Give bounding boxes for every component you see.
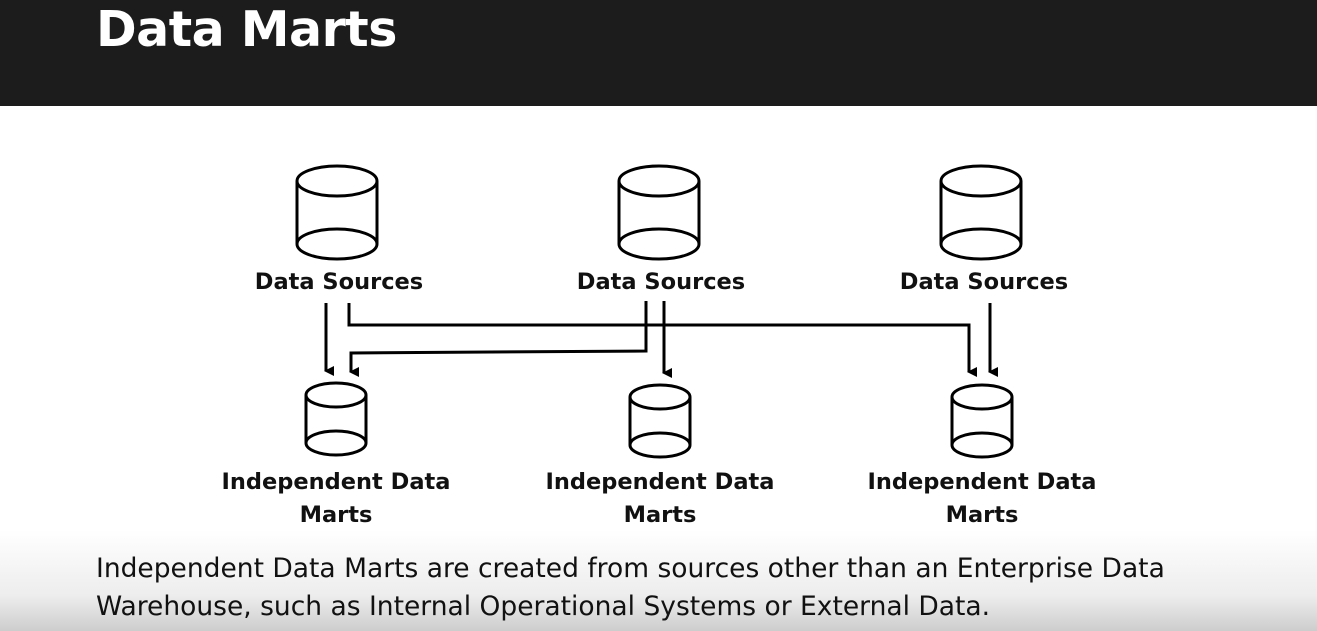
caption-text: Independent Data Marts are created from … [96, 550, 1296, 626]
data-mart-label-line2: Marts [945, 502, 1019, 528]
data-mart-label-line2: Marts [623, 502, 697, 528]
data-mart-icon [628, 383, 692, 459]
data-mart-icon [304, 381, 368, 457]
data-source-label: Data Sources [254, 269, 424, 295]
data-mart-label-line1: Independent Data [221, 469, 451, 495]
data-mart-label: Independent Data Marts [204, 466, 468, 532]
connector-arrow [349, 301, 648, 377]
data-source-icon [617, 164, 701, 261]
title-bar: Data Marts [0, 0, 1317, 106]
connector-arrow [347, 303, 977, 377]
data-mart-icon [950, 383, 1014, 459]
data-source-label: Data Sources [576, 269, 746, 295]
caption-line: Independent Data Marts are created from … [96, 553, 1165, 584]
data-mart-label-line1: Independent Data [867, 469, 1097, 495]
data-mart-label-line2: Marts [299, 502, 373, 528]
data-source-label: Data Sources [899, 269, 1069, 295]
page-title: Data Marts [96, 1, 397, 58]
data-source-icon [939, 164, 1023, 261]
data-mart-label: Independent Data Marts [850, 466, 1114, 532]
data-source-icon [295, 164, 379, 261]
caption-background [0, 530, 1317, 631]
data-mart-label-line1: Independent Data [545, 469, 775, 495]
data-mart-label: Independent Data Marts [528, 466, 792, 532]
caption-line: Warehouse, such as Internal Operational … [96, 591, 991, 622]
